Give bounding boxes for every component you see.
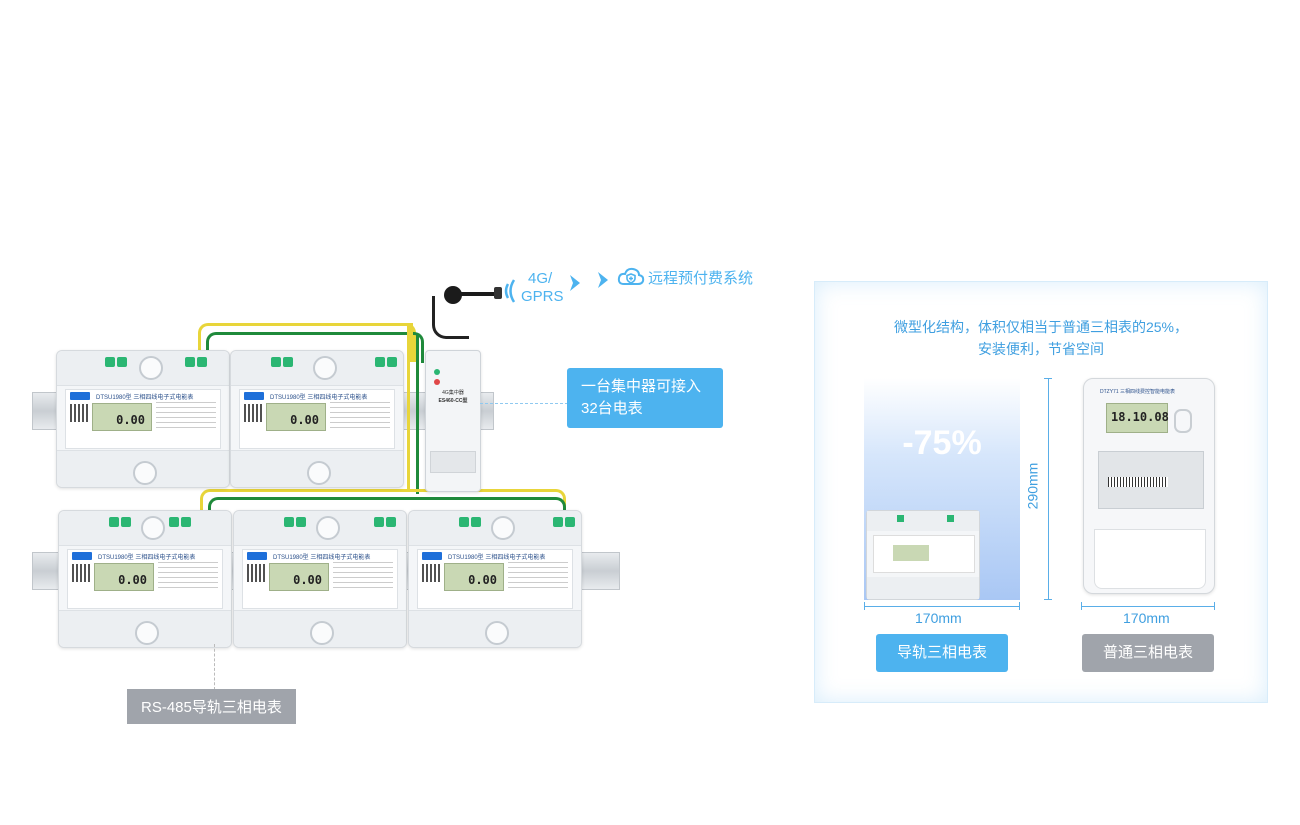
- ordinary-meter: DTZY71 三相四线费控智能电能表 18.10.08: [1083, 378, 1215, 594]
- antenna-icon: [444, 286, 462, 304]
- rail-meter-label: 导轨三相电表: [876, 634, 1008, 672]
- meter-model: DTSU1980型 三相四线电子式电能表: [96, 395, 194, 401]
- rail-meter-tag: RS-485导轨三相电表: [127, 689, 296, 724]
- meter-lcd: 0.00: [94, 563, 154, 591]
- concentrator-capacity-callout: 一台集中器可接入 32台电表: [567, 368, 723, 428]
- meter-display: 0.00: [290, 413, 319, 427]
- cloud-system-label: 远程预付费系统: [648, 270, 754, 287]
- desc-line-2: 安装便利，节省空间: [978, 341, 1104, 357]
- chevron-right-icon: [596, 271, 610, 294]
- reduction-percent: -75%: [902, 424, 982, 462]
- callout-line-2: 32台电表: [581, 400, 643, 417]
- concentrator-device: 4G集中器 ES460-CC型: [425, 350, 481, 492]
- meter-display: 0.00: [293, 573, 322, 587]
- wire-green-drop: [416, 334, 419, 494]
- qr-code-icon: [244, 404, 262, 422]
- signal-waves-icon: [502, 276, 522, 306]
- rail-meter-3: DTSU1980型 三相四线电子式电能表 0.00: [58, 510, 232, 648]
- qr-code-icon: [72, 564, 90, 582]
- callout-leader-line: [480, 403, 568, 404]
- wire-green-top: [206, 332, 424, 363]
- meter-lcd: 0.00: [266, 403, 326, 431]
- qr-code-icon: [70, 404, 88, 422]
- width-dimension-line-left: [864, 606, 1020, 607]
- rail-meter-5: DTSU1980型 三相四线电子式电能表 0.00: [408, 510, 582, 648]
- ordinary-meter-model: DTZY71 三相四线费控智能电能表: [1100, 389, 1176, 395]
- width-dimension-label-left: 170mm: [915, 610, 962, 626]
- wire-yellow-drop: [407, 326, 410, 492]
- meter-model: DTSU1980型 三相四线电子式电能表: [270, 395, 368, 401]
- status-led-green-icon: [434, 369, 440, 375]
- height-dimension-label: 290mm: [1024, 462, 1041, 510]
- ordinary-meter-label: 普通三相电表: [1082, 634, 1214, 672]
- concentrator-model-code: ES460-CC型: [438, 398, 468, 404]
- meter-lcd: 0.00: [92, 403, 152, 431]
- brand-logo-icon: [244, 392, 264, 400]
- ordinary-meter-lcd: 18.10.08: [1106, 403, 1169, 433]
- rail-meter-4: DTSU1980型 三相四线电子式电能表 0.00: [233, 510, 407, 648]
- status-led-red-icon: [434, 379, 440, 385]
- meter-lcd: 0.00: [269, 563, 329, 591]
- signal-label-2: GPRS: [521, 288, 564, 305]
- qr-code-icon: [422, 564, 440, 582]
- qr-code-icon: [247, 564, 265, 582]
- wire-yellow-link: [374, 323, 413, 362]
- width-dimension-line-right: [1081, 606, 1215, 607]
- meter-model: DTSU1980型 三相四线电子式电能表: [448, 555, 546, 561]
- tag-leader-line: [214, 644, 215, 690]
- brand-logo-icon: [70, 392, 90, 400]
- comparison-panel: 微型化结构，体积仅相当于普通三相表的25%， 安装便利，节省空间 -75% 29…: [814, 281, 1268, 703]
- comparison-description: 微型化结构，体积仅相当于普通三相表的25%， 安装便利，节省空间: [815, 316, 1267, 360]
- meter-model: DTSU1980型 三相四线电子式电能表: [273, 555, 371, 561]
- wire-green-bottom: [208, 497, 566, 522]
- rail-meter-1: DTSU1980型 三相四线电子式电能表 0.00: [56, 350, 230, 488]
- meter-display: 0.00: [118, 573, 147, 587]
- brand-logo-icon: [72, 552, 92, 560]
- wire-yellow-top: [198, 323, 416, 362]
- antenna-cable: [432, 296, 469, 339]
- brand-logo-icon: [422, 552, 442, 560]
- meter-display: 0.00: [468, 573, 497, 587]
- meter-model: DTSU1980型 三相四线电子式电能表: [98, 555, 196, 561]
- cloud-shield-icon: [617, 265, 645, 292]
- meter-lcd: 0.00: [444, 563, 504, 591]
- signal-label-1: 4G/: [528, 270, 553, 287]
- height-dimension-line: [1048, 378, 1049, 600]
- size-reduction-box: -75%: [864, 378, 1020, 600]
- ordinary-meter-display: 18.10.08: [1111, 410, 1169, 424]
- brand-logo-icon: [247, 552, 267, 560]
- desc-line-1: 微型化结构，体积仅相当于普通三相表的25%，: [893, 319, 1189, 335]
- rail-meter-2: DTSU1980型 三相四线电子式电能表 0.00: [230, 350, 404, 488]
- rail-meter-small: [866, 510, 980, 600]
- chevron-right-icon: [568, 274, 582, 297]
- meter-display: 0.00: [116, 413, 145, 427]
- callout-line-1: 一台集中器可接入: [581, 378, 702, 395]
- concentrator-model: 4G集中器: [442, 390, 464, 396]
- width-dimension-label-right: 170mm: [1123, 610, 1170, 626]
